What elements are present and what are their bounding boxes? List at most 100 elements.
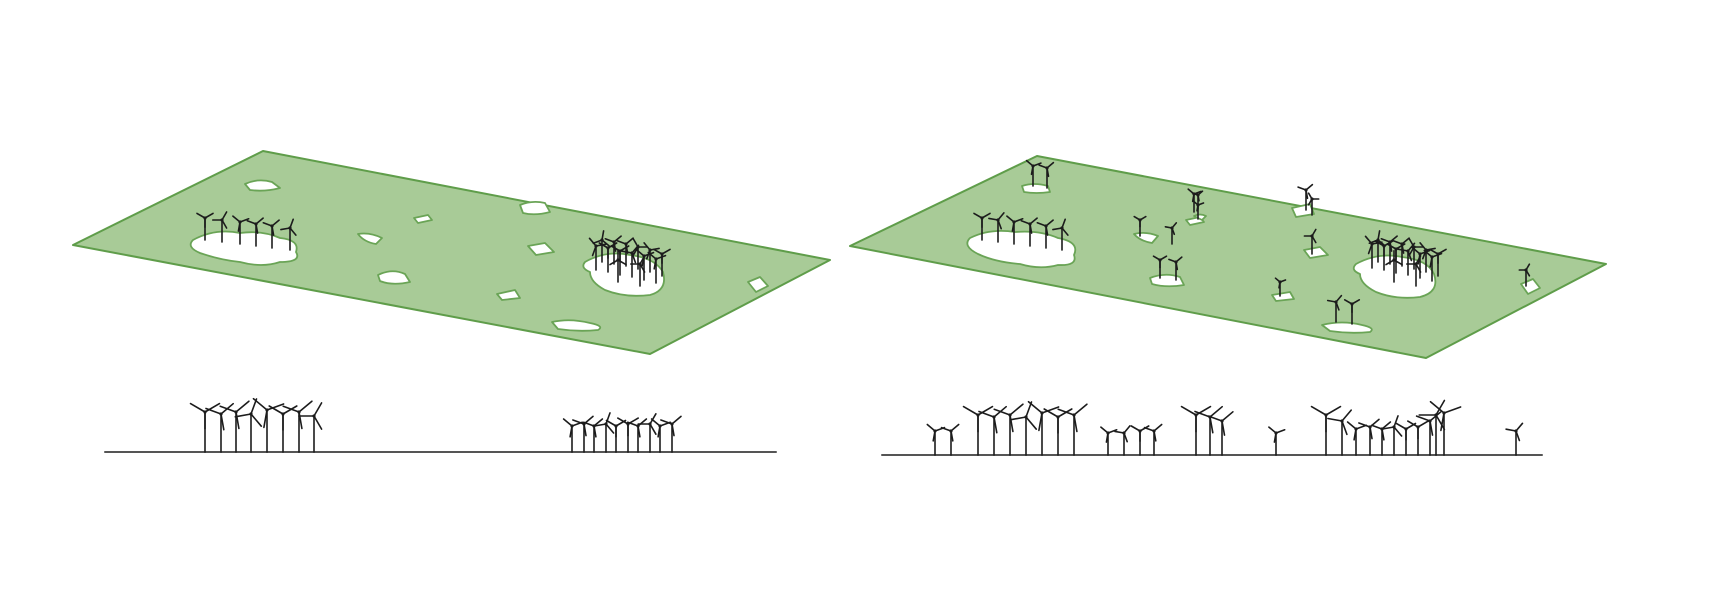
skyline-view-left	[104, 397, 777, 453]
wind-turbine-icon	[598, 242, 618, 273]
wind-turbine-icon	[609, 250, 627, 283]
land-plane	[72, 150, 831, 355]
wind-turbine-icon	[604, 235, 622, 265]
clearing	[527, 242, 555, 256]
wind-turbine-icon	[653, 248, 671, 277]
wind-turbine-icon	[1043, 408, 1073, 456]
wind-turbine-icon	[1143, 423, 1163, 456]
wind-turbine-icon	[1274, 277, 1287, 297]
wind-turbine-icon	[616, 237, 634, 267]
wind-turbine-icon	[1168, 256, 1183, 281]
wind-turbine-icon	[1036, 219, 1054, 249]
wind-turbine-icon	[219, 400, 250, 453]
wind-turbine-icon	[629, 255, 646, 287]
wind-turbine-icon	[1406, 255, 1422, 287]
wind-turbine-icon	[643, 242, 660, 273]
wind-turbine-icon	[1180, 405, 1212, 456]
wind-turbine-icon	[280, 218, 297, 251]
wind-turbine-icon	[1327, 409, 1352, 456]
clearing	[413, 214, 433, 224]
wind-turbine-icon	[1164, 222, 1178, 245]
wind-turbine-icon	[1381, 415, 1403, 456]
wind-turbine-icon	[973, 212, 991, 241]
clearing	[377, 270, 411, 285]
wind-turbine-icon	[212, 211, 228, 243]
wind-turbine-icon	[650, 418, 672, 453]
wind-turbine-icon	[1368, 230, 1386, 263]
wind-turbine-icon	[588, 237, 607, 271]
wind-turbine-icon	[1380, 235, 1398, 265]
wind-turbine-icon	[1057, 403, 1088, 456]
wind-turbine-icon	[1429, 248, 1447, 277]
wind-turbine-icon	[1038, 161, 1055, 189]
wind-turbine-icon	[1297, 183, 1314, 211]
clearing	[1303, 246, 1329, 259]
wind-turbine-icon	[252, 397, 285, 453]
wind-turbine-icon	[1025, 159, 1042, 187]
wind-turbine-icon	[1407, 420, 1429, 456]
wind-turbine-icon	[993, 403, 1024, 456]
wind-turbine-icon	[637, 412, 657, 453]
plan-view-right	[849, 155, 1607, 359]
wind-turbine-icon	[632, 238, 649, 270]
clearing	[189, 230, 299, 266]
wind-turbine-icon	[282, 400, 313, 453]
wind-turbine-icon	[189, 402, 221, 453]
clearing	[1271, 291, 1295, 302]
wind-turbine-icon	[926, 423, 946, 456]
wind-turbine-icon	[1114, 425, 1131, 456]
wind-turbine-icon	[1343, 298, 1361, 325]
wind-turbine-icon	[1418, 399, 1446, 456]
wind-turbine-icon	[1408, 238, 1424, 270]
wind-turbine-icon	[1052, 218, 1069, 251]
wind-turbine-icon	[1130, 425, 1150, 456]
wind-turbine-icon	[1268, 426, 1286, 456]
wind-turbine-icon	[962, 405, 994, 456]
clearing	[1149, 273, 1185, 288]
wind-turbine-icon	[1303, 228, 1317, 255]
skyline-turbines-right	[926, 399, 1524, 456]
clearing	[1291, 203, 1315, 218]
clearing	[244, 179, 281, 192]
wind-turbine-icon	[1006, 215, 1024, 245]
wind-turbine-icon	[1152, 255, 1168, 279]
wind-turbine-icon	[605, 419, 627, 453]
land-plane	[849, 155, 1607, 359]
skyline-view-right	[881, 399, 1543, 456]
wind-turbine-icon	[1370, 421, 1392, 456]
wind-turbine-icon	[660, 415, 682, 453]
wind-turbine-icon	[1429, 400, 1462, 456]
wind-turbine-icon	[234, 398, 263, 453]
wind-turbine-icon	[1518, 263, 1531, 287]
wind-turbine-icon	[1020, 217, 1038, 247]
clearing	[1021, 183, 1051, 194]
wind-turbine-icon	[232, 215, 250, 245]
wind-turbine-icon	[1392, 237, 1410, 267]
wind-turbine-icon	[1207, 410, 1234, 456]
wind-turbine-icon	[205, 402, 234, 453]
wind-turbine-icon	[1358, 418, 1380, 456]
wind-turbine-icon	[988, 212, 1005, 243]
wind-turbine-icon	[1027, 400, 1060, 456]
clearing	[496, 289, 521, 301]
wind-turbine-icon	[1009, 401, 1038, 456]
wind-turbine-icon	[1385, 250, 1403, 283]
wind-turbine-icon	[978, 405, 1008, 456]
clearing	[519, 200, 551, 216]
clearing	[551, 319, 602, 332]
wind-turbine-icon	[592, 230, 610, 263]
wind-turbine-icon	[268, 405, 298, 453]
wind-turbine-icon	[626, 418, 648, 453]
wind-turbine-icon	[1326, 294, 1343, 323]
wind-turbine-icon	[298, 402, 323, 453]
wind-turbine-icon	[246, 217, 264, 247]
wind-turbine-icon	[562, 418, 584, 453]
clearing	[1193, 213, 1207, 221]
wind-turbine-icon	[610, 245, 630, 276]
wind-turbine-icon	[616, 417, 640, 453]
wind-turbine-icon	[1194, 405, 1223, 456]
wind-turbine-icon	[1100, 426, 1118, 456]
panel-right-dispersed	[849, 155, 1607, 456]
panel-left-concentrated	[72, 150, 831, 453]
skyline-turbines-left	[189, 397, 682, 453]
